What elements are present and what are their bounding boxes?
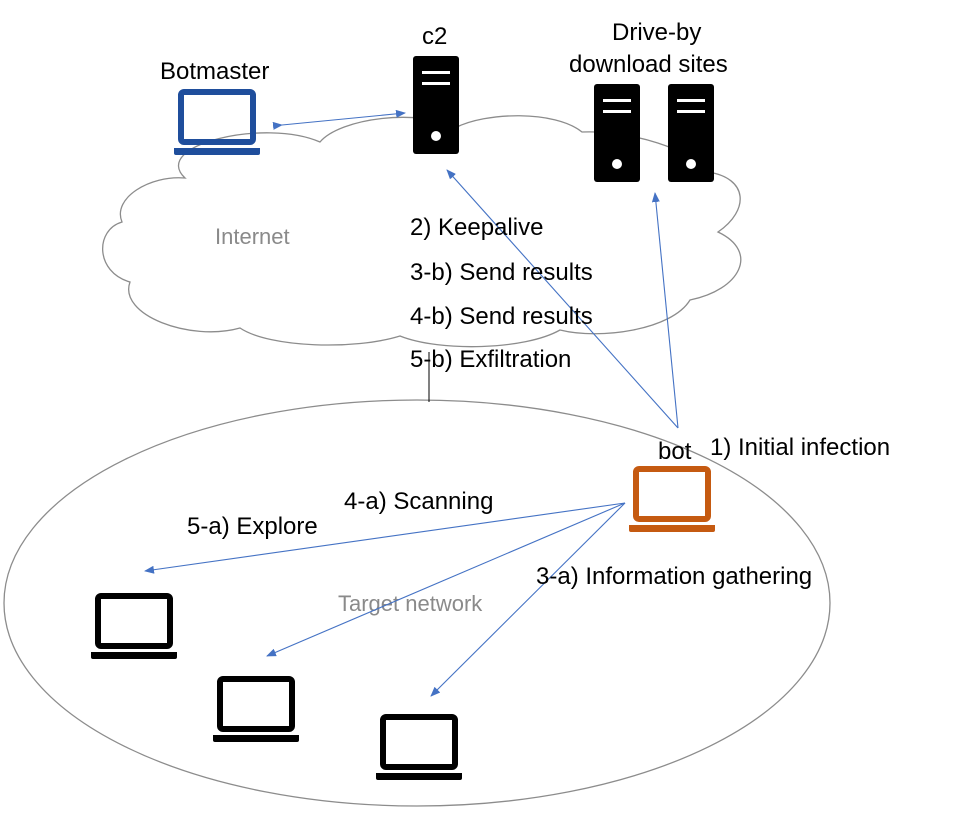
bot-label: bot — [658, 438, 692, 465]
step-keepalive: 2) Keepalive — [410, 214, 543, 241]
internet-label: Internet — [215, 224, 290, 249]
drive-by-label-line2: download sites — [569, 51, 728, 78]
bot-to-drive-by-arrow — [651, 192, 679, 429]
target-network-ellipse — [3, 399, 831, 807]
target-laptop-icon — [91, 596, 177, 659]
botmaster-c2-arrow — [272, 109, 406, 130]
step-exfiltration: 5-b) Exfiltration — [410, 346, 571, 373]
scanning-arrow — [266, 502, 626, 657]
drive-by-label-line1: Drive-by — [612, 19, 701, 46]
bot-to-c2-arrow — [446, 169, 679, 429]
step-send-results-3b: 3-b) Send results — [410, 259, 593, 286]
drive-by-server-icon — [594, 84, 640, 182]
step-scanning: 4-a) Scanning — [344, 488, 493, 515]
info-gathering-arrow — [430, 502, 626, 697]
c2-server-icon — [413, 56, 459, 154]
step-info-gathering: 3-a) Information gathering — [536, 563, 812, 590]
drive-by-server-icon — [668, 84, 714, 182]
target-laptop-icon — [213, 679, 299, 742]
botmaster-label: Botmaster — [160, 58, 269, 85]
step-explore: 5-a) Explore — [187, 513, 318, 540]
step-send-results-4b: 4-b) Send results — [410, 303, 593, 330]
explore-arrow — [144, 502, 626, 574]
bot-laptop-icon — [629, 469, 715, 532]
step-initial-infection: 1) Initial infection — [710, 434, 890, 461]
c2-label: c2 — [422, 23, 447, 50]
botmaster-laptop-icon — [174, 92, 260, 155]
target-laptop-icon — [376, 717, 462, 780]
